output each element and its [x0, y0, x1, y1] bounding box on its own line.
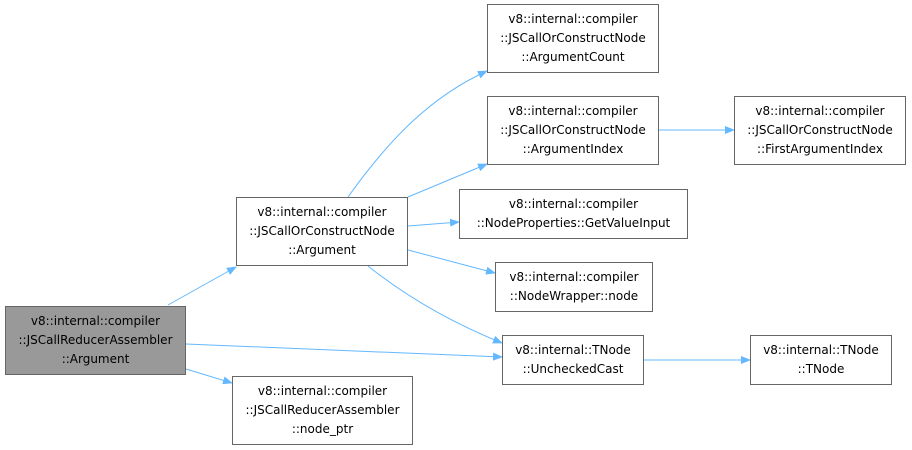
node-jscallorconstructnode-firstargumentindex[interactable]: v8::internal::compiler ::JSCallOrConstru…	[734, 96, 906, 165]
node-tnode-uncheckedcast[interactable]: v8::internal::TNode ::UncheckedCast	[502, 335, 644, 385]
node-line: v8::internal::compiler	[755, 104, 885, 118]
node-line: ::ArgumentIndex	[522, 142, 624, 156]
node-line: ::JSCallOrConstructNode	[500, 123, 646, 137]
node-jscallreducerassembler-node-ptr[interactable]: v8::internal::compiler ::JSCallReducerAs…	[232, 376, 413, 445]
node-line: v8::internal::compiler	[508, 104, 638, 118]
node-line: v8::internal::compiler	[509, 270, 639, 284]
node-line: ::NodeProperties::GetValueInput	[476, 216, 671, 230]
node-line: ::JSCallReducerAssembler	[245, 403, 400, 417]
edge-argument-to-wrapper_node	[407, 249, 496, 275]
node-nodewrapper-node[interactable]: v8::internal::compiler ::NodeWrapper::no…	[495, 262, 653, 312]
node-tnode-tnode[interactable]: v8::internal::TNode ::TNode	[750, 335, 892, 385]
edge-argument-to-argument_index	[407, 163, 488, 198]
node-nodeproperties-getvalueinput[interactable]: v8::internal::compiler ::NodeProperties:…	[459, 189, 688, 239]
node-line: ::node_ptr	[291, 422, 354, 436]
node-line: v8::internal::compiler	[508, 197, 639, 211]
node-line: v8::internal::TNode	[515, 343, 631, 357]
node-line: ::NodeWrapper::node	[509, 289, 639, 303]
node-line: ::Argument	[288, 243, 356, 257]
node-jscallreducerassembler-argument[interactable]: v8::internal::compiler ::JSCallReducerAs…	[5, 306, 186, 375]
edge-root-to-node_ptr	[185, 368, 233, 385]
node-jscallorconstructnode-argumentcount[interactable]: v8::internal::compiler ::JSCallOrConstru…	[487, 4, 659, 73]
node-line: v8::internal::TNode	[763, 343, 879, 357]
node-line: ::JSCallOrConstructNode	[249, 224, 395, 238]
node-jscallorconstructnode-argument[interactable]: v8::internal::compiler ::JSCallOrConstru…	[236, 197, 408, 266]
node-line: ::JSCallReducerAssembler	[18, 333, 173, 347]
node-line: ::TNode	[797, 362, 845, 376]
edge-argument-to-unchecked_cast	[367, 265, 503, 344]
node-line: ::ArgumentCount	[521, 50, 625, 64]
edge-argument-to-argument_count	[347, 70, 488, 198]
node-line: ::FirstArgumentIndex	[757, 142, 883, 156]
edge-root-to-argument	[167, 266, 237, 306]
node-line: v8::internal::compiler	[508, 12, 638, 26]
node-jscallorconstructnode-argumentindex[interactable]: v8::internal::compiler ::JSCallOrConstru…	[487, 96, 659, 165]
node-line: v8::internal::compiler	[30, 314, 161, 328]
node-line: ::Argument	[61, 352, 130, 366]
node-line: v8::internal::compiler	[257, 384, 388, 398]
edge-root-to-unchecked_cast	[185, 343, 503, 361]
node-line: ::JSCallOrConstructNode	[500, 31, 646, 45]
edge-argument-to-get_value_input	[407, 218, 460, 227]
node-line: ::UncheckedCast	[522, 362, 624, 376]
node-line: v8::internal::compiler	[257, 205, 387, 219]
node-line: ::JSCallOrConstructNode	[747, 123, 893, 137]
